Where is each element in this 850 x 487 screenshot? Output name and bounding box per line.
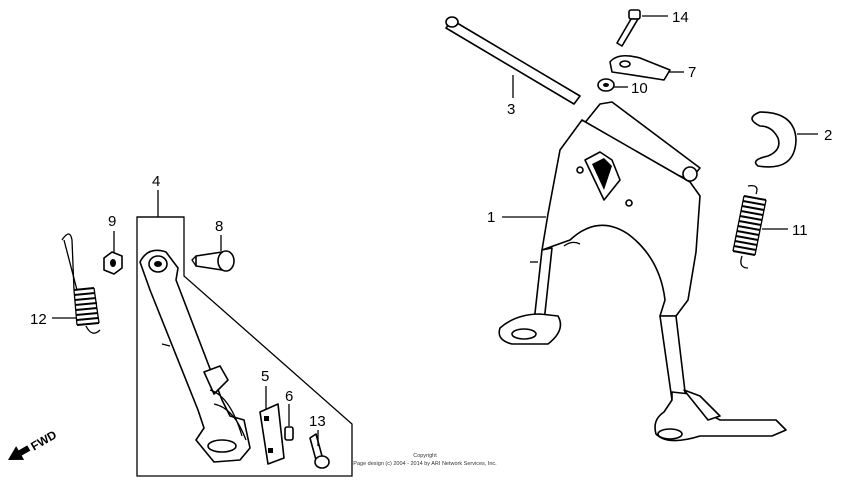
callout-14[interactable]: 14 [672,9,689,26]
callout-11[interactable]: 11 [792,222,808,239]
copyright-line-1: Copyright [413,453,437,459]
part-10-nut[interactable] [597,78,615,92]
fwd-direction-arrow: FWD [8,427,59,460]
part-2-stopper[interactable] [751,111,797,168]
callout-2[interactable]: 2 [824,127,832,144]
part-12-spring[interactable] [61,233,101,334]
part-4-side-stand[interactable] [139,249,251,463]
fwd-label: FWD [28,427,59,453]
callout-1[interactable]: 1 [487,209,495,226]
part-13-bolt[interactable] [309,433,330,469]
callout-7[interactable]: 7 [688,64,696,81]
callout-5[interactable]: 5 [261,368,269,385]
part-1-main-stand[interactable] [498,101,787,442]
callout-8[interactable]: 8 [215,218,223,235]
callout-9[interactable]: 9 [108,213,116,230]
callout-13[interactable]: 13 [309,413,326,430]
part-14-bolt[interactable] [616,9,641,47]
part-5-switch[interactable] [259,403,285,465]
part-6-collar[interactable] [284,426,294,441]
part-9-nut[interactable] [103,251,123,275]
part-4-side-stand-group [136,190,353,477]
callout-3[interactable]: 3 [507,101,515,118]
callout-4[interactable]: 4 [152,173,160,190]
callout-10[interactable]: 10 [631,80,648,97]
callout-6[interactable]: 6 [285,388,293,405]
part-3-pivot-shaft[interactable] [445,16,581,105]
callout-12[interactable]: 12 [30,311,47,328]
part-7-plate[interactable] [609,54,671,81]
copyright-line-2: Page design (c) 2004 - 2014 by ARI Netwo… [353,461,497,467]
part-11-spring[interactable] [732,185,767,269]
part-8-pivot-bolt[interactable] [191,250,235,272]
